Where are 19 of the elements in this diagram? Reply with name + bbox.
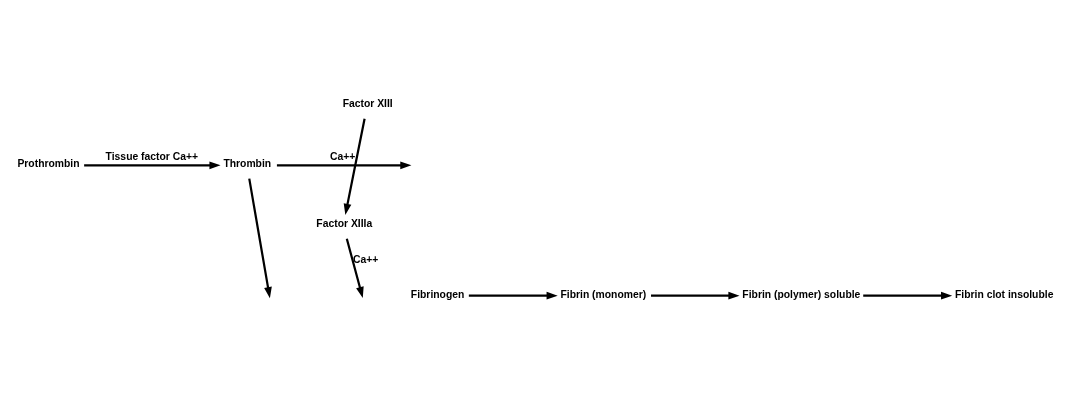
edge-label: Ca++: [329, 150, 356, 162]
arrow: [84, 161, 221, 170]
arrow: [345, 238, 364, 299]
node-text: Factor XIII: [342, 98, 393, 110]
node-text: Fibrin (polymer) soluble: [742, 288, 861, 300]
node-text: Factor XIIIa: [316, 218, 373, 230]
arrow: [468, 291, 558, 300]
arrow: [651, 291, 740, 300]
node-text: Thrombin: [223, 158, 272, 170]
arrow: [863, 291, 953, 300]
node-text: Fibrin (monomer): [560, 288, 647, 300]
node-text: Prothrombin: [17, 158, 80, 170]
edge-label: Ca++: [353, 253, 379, 265]
node-text: Fibrinogen: [410, 288, 465, 300]
arrow: [248, 178, 272, 299]
node-text: Fibrin clot insoluble: [955, 288, 1054, 300]
arrow: [276, 161, 412, 170]
edge-label: Tissue factor Ca++: [105, 150, 199, 162]
arrow: [343, 118, 366, 215]
